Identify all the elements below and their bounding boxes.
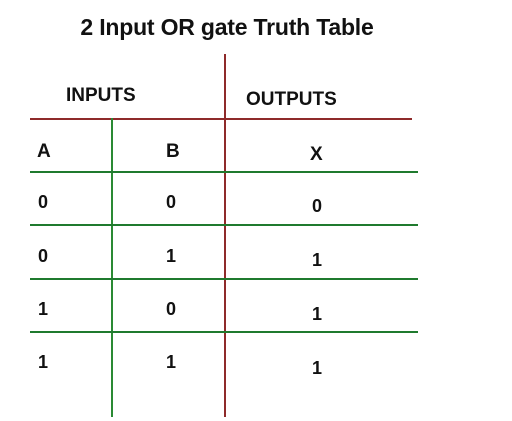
row-divider-line	[30, 331, 418, 333]
inputs-outputs-divider-line	[224, 54, 226, 417]
cell-a: 0	[38, 246, 49, 266]
cell-b: 0	[166, 299, 177, 319]
cell-a: 0	[38, 192, 49, 212]
truth-table-title: 2 Input OR gate Truth Table	[80, 14, 374, 40]
cell-b: 0	[166, 192, 177, 212]
cell-b: 1	[166, 246, 177, 266]
row-divider-line	[30, 171, 418, 173]
inputs-header: INPUTS	[66, 85, 136, 106]
cell-x: 1	[312, 250, 323, 270]
a-b-divider-line	[111, 118, 113, 417]
cell-a: 1	[38, 352, 49, 372]
column-header-b: B	[166, 141, 180, 162]
cell-a: 1	[38, 299, 49, 319]
row-divider-line	[30, 278, 418, 280]
column-header-a: A	[37, 141, 51, 162]
outputs-header: OUTPUTS	[246, 89, 337, 110]
row-divider-line	[30, 224, 418, 226]
cell-x: 1	[312, 358, 323, 378]
column-header-x: X	[310, 144, 323, 165]
cell-b: 1	[166, 352, 177, 372]
cell-x: 0	[312, 196, 323, 216]
cell-x: 1	[312, 304, 323, 324]
header-divider-line	[30, 118, 412, 120]
